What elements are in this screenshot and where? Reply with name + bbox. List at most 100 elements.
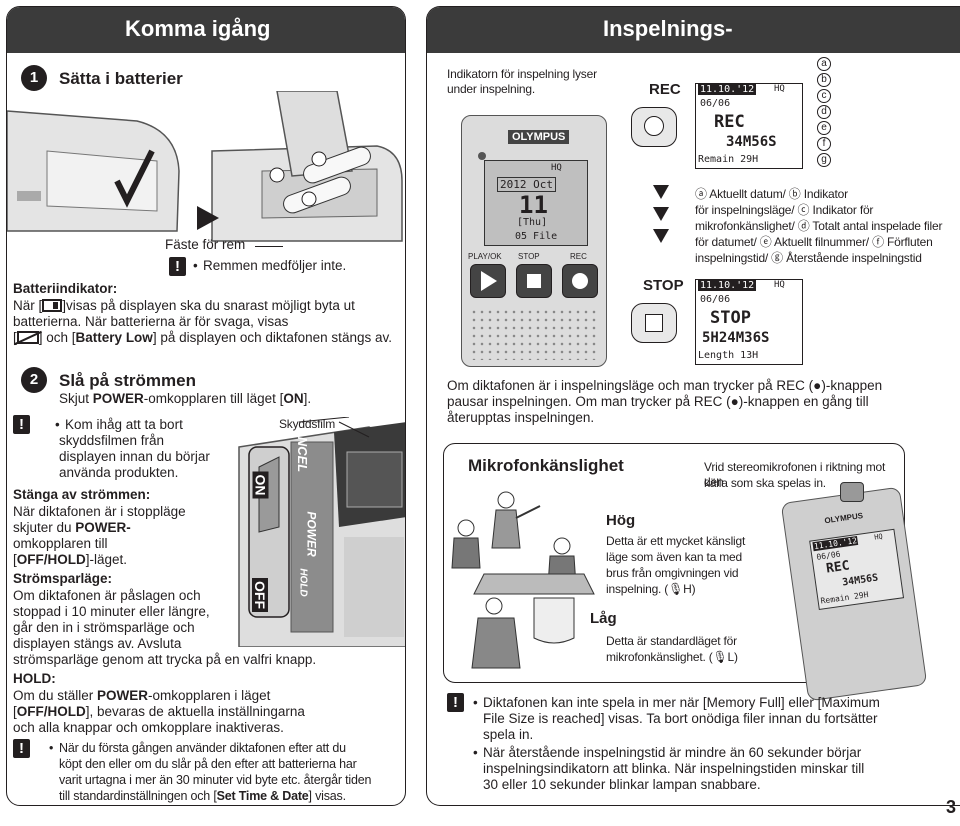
letter-c: c (817, 89, 831, 103)
lcd-legend-line-2: för inspelningsläge/ ⓒ Indikator för (695, 203, 874, 217)
battery-empty-icon (13, 330, 42, 346)
battery-insert-illustration (7, 91, 403, 242)
mic-sensitivity-box: Mikrofonkänslighet Vrid stereomikrofonen… (443, 443, 928, 702)
mic-brand-logo: OLYMPUS (823, 511, 864, 526)
pause-line-2: pausar inspelningen. Om man trycker på R… (447, 394, 869, 409)
lcd-rec-mode: HQ (774, 84, 785, 94)
mic-recorder-device: 11.10.'12 HQ 06/06 REC 34M56S Remain 29H… (780, 486, 928, 702)
lcd-stop-time: 5H24M36S (702, 330, 770, 346)
battery-line-2: batterierna. När batterierna är för svag… (13, 314, 289, 329)
power-off-line-1: När diktafonen är i stoppläge (13, 504, 186, 519)
warning-icon: ! (447, 693, 464, 712)
stop-button[interactable] (516, 264, 552, 298)
power-label: POWER (92, 391, 144, 406)
lcd-stop-file: 06/06 (700, 294, 731, 305)
battery-line-3: [ ] och [Battery Low] på displayen och di… (13, 330, 392, 346)
device-screen-date: 2012 Oct (497, 177, 556, 192)
off-hold-label: OFF/HOLD (16, 552, 86, 567)
lcd-stop-date: 11.10.'12 (698, 280, 757, 291)
battery-low-label: Battery Low (75, 330, 153, 345)
battery-line-3-pre: [ (13, 330, 17, 345)
device-screen-day: 11 (519, 191, 548, 219)
pause-line-1: Om diktafonen är i inspelningsläge och m… (447, 378, 883, 393)
battery-indicator-title: Batteriindikator: (13, 281, 118, 296)
mic-high-line-4: inspelning. (🎙H) (606, 582, 696, 596)
lcd-legend-line-5: inspelningstid/ ⓖ Återstående inspelning… (695, 251, 922, 265)
hold-line-2: [OFF/HOLD], bevaras de aktuella inställn… (13, 704, 305, 720)
mic-note-line-2: källa som ska spelas in. (704, 476, 826, 490)
mic-note-line-1: Vrid stereomikrofonen i riktning mot den (704, 460, 886, 489)
letter-g: g (817, 153, 831, 167)
first-use-note-line-4-post: ] visas. (308, 789, 347, 803)
rec-callout-label: REC (649, 81, 681, 98)
play-icon (481, 271, 497, 291)
first-use-note-line-3: varit urtagna i mer än 30 minuter vid by… (59, 773, 372, 787)
right-header: Inspelnings- (427, 7, 960, 53)
mic-low-line-1: Detta är standardläget för (606, 634, 737, 648)
lcd-legend-line-3: mikrofonkänslighet/ ⓓ Totalt antal inspe… (695, 219, 943, 233)
power-off-line-4-post: ]-läget. (85, 552, 128, 567)
battery-line-1-post: ]visas på displayen ska du snarast möjli… (62, 298, 355, 313)
mic-lcd-date: 11.10.'12 (812, 535, 859, 552)
power-save-line-4: displayen stängs av. Avsluta (13, 636, 182, 651)
lcd-rec-time: 34M56S (726, 134, 777, 150)
lcd-legend-line-1: ⓐ Aktuellt datum/ ⓑ Indikator (695, 187, 848, 201)
mic-high-line-3: brus från omgivningen vid (606, 566, 739, 580)
letter-f: f (817, 137, 831, 151)
first-use-note-line-1: När du första gången använder diktafonen… (49, 741, 346, 756)
device-screen: HQ 2012 Oct 11 [Thu] 05 File (484, 160, 588, 246)
letter-b: b (817, 73, 831, 87)
hold-line-2-pre: [ (13, 704, 17, 719)
memory-warning-line-1: Diktafonen kan inte spela in mer när [Me… (473, 695, 880, 711)
mic-high-title: Hög (606, 512, 636, 529)
rec-button[interactable] (562, 264, 598, 298)
left-header: Komma igång (7, 7, 405, 53)
right-panel: Inspelnings- Indikatorn för inspelning l… (426, 6, 960, 806)
device-stop-label: STOP (518, 252, 540, 261)
mic-lcd-time: 34M56S (841, 572, 879, 589)
power-off-title: Stänga av strömmen: (13, 487, 151, 502)
hold-line-1: Om du ställer POWER-omkopplaren i läget (13, 688, 270, 704)
power-off-line-4-pre: [ (13, 552, 17, 567)
step-2-instruction: Skjut POWER-omkopplaren till läget [ON]. (59, 391, 311, 407)
mic-lcd-mode: HQ (873, 532, 884, 542)
battery-line-3-mid: ] och [ (38, 330, 76, 345)
strap-leader-line (255, 246, 283, 247)
step-2-instruction-mid: -omkopplaren till läget [ (143, 391, 284, 406)
first-use-note-line-4: till standardinställningen och [Set Time… (59, 789, 346, 804)
mic-high-line-1: Detta är ett mycket känsligt (606, 534, 746, 548)
open-recorder-drawing (211, 91, 403, 242)
recorder-device: OLYMPUS HQ 2012 Oct 11 [Thu] 05 File PLA… (461, 115, 607, 367)
switch-on-label: ON (252, 471, 269, 499)
battery-half-icon (42, 299, 63, 312)
step-2-title: Slå på strömmen (59, 371, 196, 390)
letter-a: a (817, 57, 831, 71)
recording-indicator-light (478, 152, 486, 160)
step-1-title: Sätta i batterier (59, 69, 183, 88)
switch-off-label: OFF (252, 578, 268, 612)
power-off-line-2: skjuter du POWER- (13, 520, 131, 536)
device-rec-label: REC (570, 252, 587, 261)
mic-low-title: Låg (590, 610, 617, 627)
closed-recorder-drawing (7, 110, 180, 232)
mic-high-line-2: läge som även kan ta med (606, 550, 742, 564)
pause-line-3: återupptas inspelningen. (447, 410, 595, 425)
lcd-stop-state: STOP (710, 308, 751, 328)
mic-lcd-remain: Remain 29H (820, 590, 870, 606)
time-warning-line-3: 30 eller 10 sekunder blinkar lampan snab… (483, 777, 761, 792)
brand-logo: OLYMPUS (508, 130, 570, 144)
film-warning-line-4: använda produkten. (59, 465, 179, 480)
play-button[interactable] (470, 264, 506, 298)
rec-icon (572, 273, 588, 289)
battery-line-1: När []visas på displayen ska du snarast … (13, 298, 355, 314)
stop-callout-label: STOP (643, 277, 684, 294)
indicator-note-line-2: under inspelning. (447, 82, 536, 96)
hold-line-1-post: -omkopplaren i läget (148, 688, 271, 703)
lcd-legend-line-4: för datumet/ ⓔ Aktuellt filnummer/ ⓕ För… (695, 235, 933, 249)
left-header-title: Komma igång (125, 16, 271, 41)
mic-device-lcd: 11.10.'12 HQ 06/06 REC 34M56S Remain 29H (809, 528, 905, 611)
first-use-note-line-4-pre: till standardinställningen och [ (59, 789, 217, 803)
step-2-number: 2 (21, 367, 47, 393)
battery-line-3-post: ] på displayen och diktafonen stängs av. (152, 330, 392, 345)
warning-icon: ! (13, 739, 30, 758)
